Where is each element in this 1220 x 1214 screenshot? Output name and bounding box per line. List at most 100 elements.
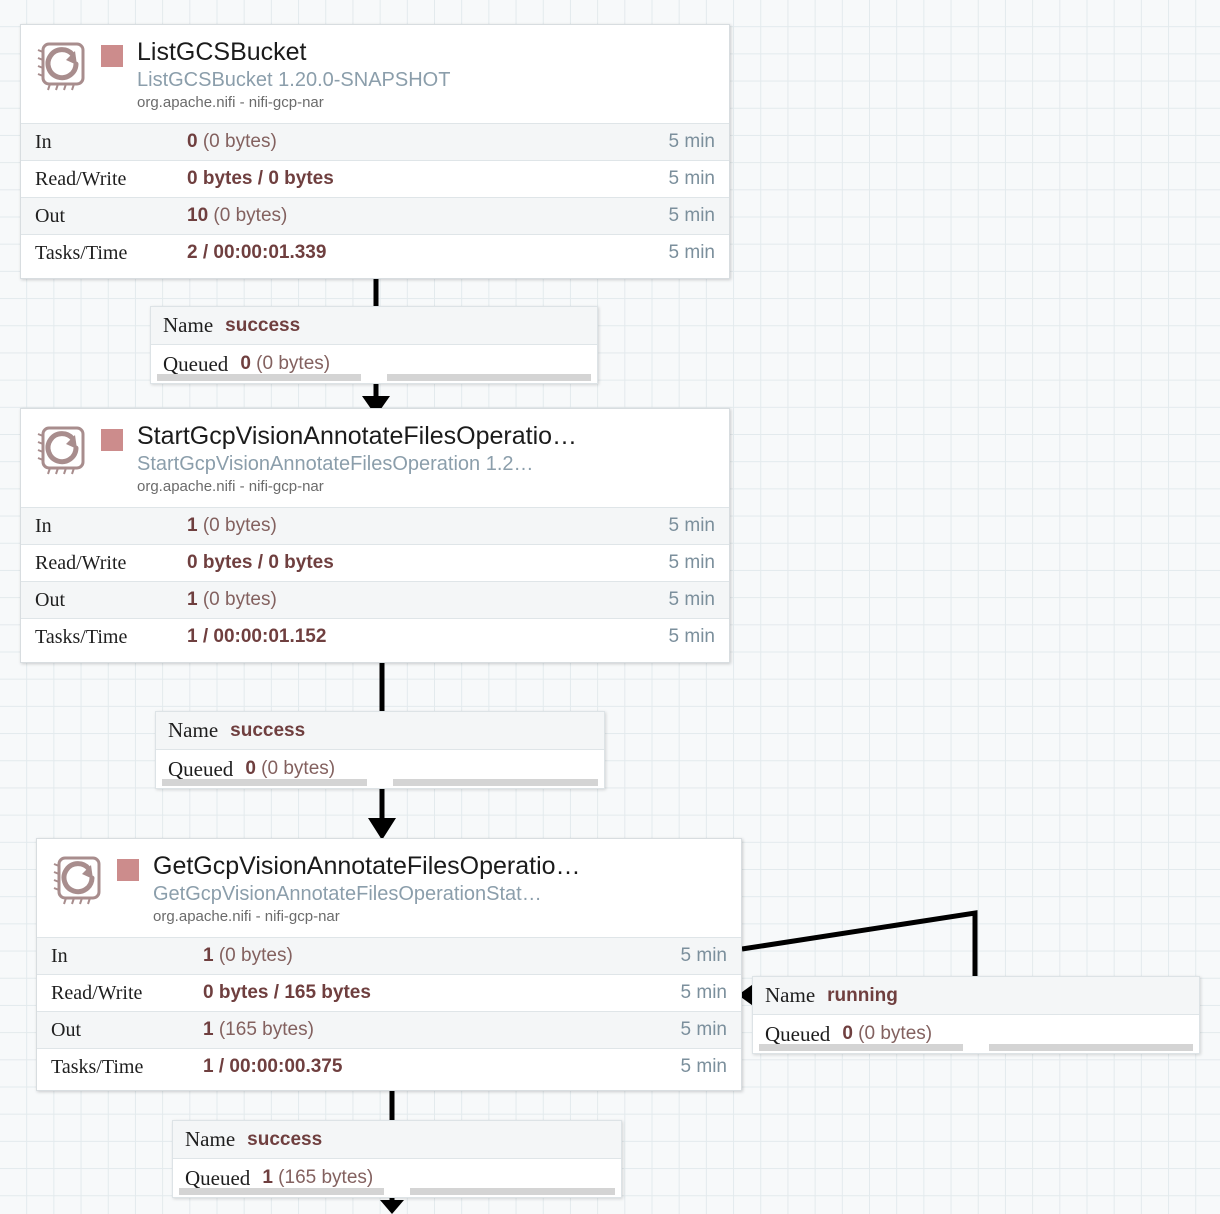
stat-value-read-write: 0 bytes / 165 bytes <box>203 982 371 1003</box>
stat-row-out: Out 1 (0 bytes) 5 min <box>21 581 729 618</box>
queue-size-bar <box>989 1044 1193 1051</box>
connection-label-success-2[interactable]: Name success Queued 0 (0 bytes) <box>155 711 605 789</box>
processor-title-group: ListGCSBucket ListGCSBucket 1.20.0-SNAPS… <box>137 37 719 113</box>
connection-usage-bars <box>162 779 598 786</box>
stat-label-tasks-time: Tasks/Time <box>35 241 128 264</box>
stat-value-tasks-time: 2 / 00:00:01.339 <box>187 242 327 263</box>
connection-queued-key: Queued <box>185 1165 251 1190</box>
queue-count-bar <box>759 1044 963 1051</box>
processor-chip-icon <box>35 39 93 97</box>
stat-label-out: Out <box>51 1018 81 1041</box>
stat-row-in: In 1 (0 bytes) 5 min <box>37 937 741 974</box>
connection-name-value: running <box>827 984 898 1006</box>
connection-queued-key: Queued <box>168 756 234 781</box>
connection-name-key: Name <box>185 1127 236 1151</box>
stat-label-out: Out <box>35 204 65 227</box>
processor-bundle: org.apache.nifi - nifi-gcp-nar <box>137 478 324 495</box>
stat-label-read-write: Read/Write <box>35 551 127 574</box>
connection-label-running[interactable]: Name running Queued 0 (0 bytes) <box>752 976 1200 1054</box>
queue-size-bar <box>393 779 598 786</box>
stat-row-read-write: Read/Write 0 bytes / 165 bytes 5 min <box>37 974 741 1011</box>
stat-value-in: 1 (0 bytes) <box>187 515 277 536</box>
processor-status-indicator <box>117 859 139 881</box>
stat-label-in: In <box>35 514 52 537</box>
connection-queued-value: 0 (0 bytes) <box>240 353 331 374</box>
stat-row-out: Out 10 (0 bytes) 5 min <box>21 197 729 234</box>
stat-value-read-write: 0 bytes / 0 bytes <box>187 168 334 189</box>
stat-time-tasks-time: 5 min <box>668 242 715 263</box>
stat-time-in: 5 min <box>680 945 727 966</box>
queue-size-bar <box>387 374 591 381</box>
stat-time-out: 5 min <box>668 205 715 226</box>
stat-label-read-write: Read/Write <box>35 167 127 190</box>
stat-time-read-write: 5 min <box>668 552 715 573</box>
processor-header: ListGCSBucket ListGCSBucket 1.20.0-SNAPS… <box>21 25 729 123</box>
stat-label-in: In <box>35 130 52 153</box>
connection-name-key: Name <box>168 718 219 742</box>
stat-label-out: Out <box>35 588 65 611</box>
connection-queued-key: Queued <box>163 351 229 376</box>
stat-row-read-write: Read/Write 0 bytes / 0 bytes 5 min <box>21 160 729 197</box>
connection-name-value: success <box>225 314 301 336</box>
stat-value-read-write: 0 bytes / 0 bytes <box>187 552 334 573</box>
processor-type: ListGCSBucket 1.20.0-SNAPSHOT <box>137 69 451 91</box>
stat-time-in: 5 min <box>668 131 715 152</box>
processor-chip-icon <box>51 853 109 911</box>
connection-name-key: Name <box>163 313 214 337</box>
stat-row-tasks-time: Tasks/Time 1 / 00:00:01.152 5 min <box>21 618 729 655</box>
connection-queued-key: Queued <box>765 1021 831 1046</box>
processor-type: StartGcpVisionAnnotateFilesOperation 1.2… <box>137 453 534 475</box>
stat-time-read-write: 5 min <box>680 982 727 1003</box>
connection-queued-value: 1 (165 bytes) <box>262 1167 374 1188</box>
connection-name-value: success <box>247 1128 323 1150</box>
stat-value-out: 10 (0 bytes) <box>187 205 288 226</box>
stat-row-in: In 0 (0 bytes) 5 min <box>21 123 729 160</box>
stat-value-in: 1 (0 bytes) <box>203 945 293 966</box>
processor-bundle: org.apache.nifi - nifi-gcp-nar <box>137 94 324 111</box>
processor-node-get-gcp-vision[interactable]: GetGcpVisionAnnotateFilesOperatio… GetGc… <box>36 838 742 1091</box>
stat-row-tasks-time: Tasks/Time 1 / 00:00:00.375 5 min <box>37 1048 741 1085</box>
connection-name-row: Name success <box>173 1121 621 1159</box>
queue-count-bar <box>179 1188 384 1195</box>
connection-label-success-3[interactable]: Name success Queued 1 (165 bytes) <box>172 1120 622 1198</box>
stat-time-read-write: 5 min <box>668 168 715 189</box>
connection-usage-bars <box>179 1188 615 1195</box>
processor-node-list-gcs-bucket[interactable]: ListGCSBucket ListGCSBucket 1.20.0-SNAPS… <box>20 24 730 279</box>
processor-name: StartGcpVisionAnnotateFilesOperatio… <box>137 422 578 450</box>
stat-time-in: 5 min <box>668 515 715 536</box>
stat-label-in: In <box>51 944 68 967</box>
processor-status-indicator <box>101 429 123 451</box>
stat-value-out: 1 (0 bytes) <box>187 589 277 610</box>
stat-row-read-write: Read/Write 0 bytes / 0 bytes 5 min <box>21 544 729 581</box>
processor-name: GetGcpVisionAnnotateFilesOperatio… <box>153 852 581 880</box>
connection-label-success-1[interactable]: Name success Queued 0 (0 bytes) <box>150 306 598 384</box>
processor-bundle: org.apache.nifi - nifi-gcp-nar <box>153 908 340 925</box>
stat-label-tasks-time: Tasks/Time <box>35 625 128 648</box>
processor-header: StartGcpVisionAnnotateFilesOperatio… Sta… <box>21 409 729 507</box>
stat-row-tasks-time: Tasks/Time 2 / 00:00:01.339 5 min <box>21 234 729 271</box>
processor-title-group: StartGcpVisionAnnotateFilesOperatio… Sta… <box>137 421 719 497</box>
processor-name: ListGCSBucket <box>137 38 307 66</box>
processor-title-group: GetGcpVisionAnnotateFilesOperatio… GetGc… <box>153 851 731 927</box>
stat-time-out: 5 min <box>668 589 715 610</box>
connection-name-value: success <box>230 719 306 741</box>
stat-value-out: 1 (165 bytes) <box>203 1019 314 1040</box>
connection-name-row: Name running <box>753 977 1199 1015</box>
connection-usage-bars <box>157 374 591 381</box>
stat-value-tasks-time: 1 / 00:00:01.152 <box>187 626 327 647</box>
processor-type: GetGcpVisionAnnotateFilesOperationStat… <box>153 883 542 905</box>
stat-row-out: Out 1 (165 bytes) 5 min <box>37 1011 741 1048</box>
connection-usage-bars <box>759 1044 1193 1051</box>
stat-label-tasks-time: Tasks/Time <box>51 1055 144 1078</box>
processor-chip-icon <box>35 423 93 481</box>
queue-size-bar <box>410 1188 615 1195</box>
stat-value-in: 0 (0 bytes) <box>187 131 277 152</box>
connection-name-row: Name success <box>156 712 604 750</box>
processor-node-start-gcp-vision[interactable]: StartGcpVisionAnnotateFilesOperatio… Sta… <box>20 408 730 663</box>
stat-row-in: In 1 (0 bytes) 5 min <box>21 507 729 544</box>
stat-time-tasks-time: 5 min <box>668 626 715 647</box>
stat-time-tasks-time: 5 min <box>680 1056 727 1077</box>
connection-queued-value: 0 (0 bytes) <box>245 758 336 779</box>
processor-header: GetGcpVisionAnnotateFilesOperatio… GetGc… <box>37 839 741 937</box>
